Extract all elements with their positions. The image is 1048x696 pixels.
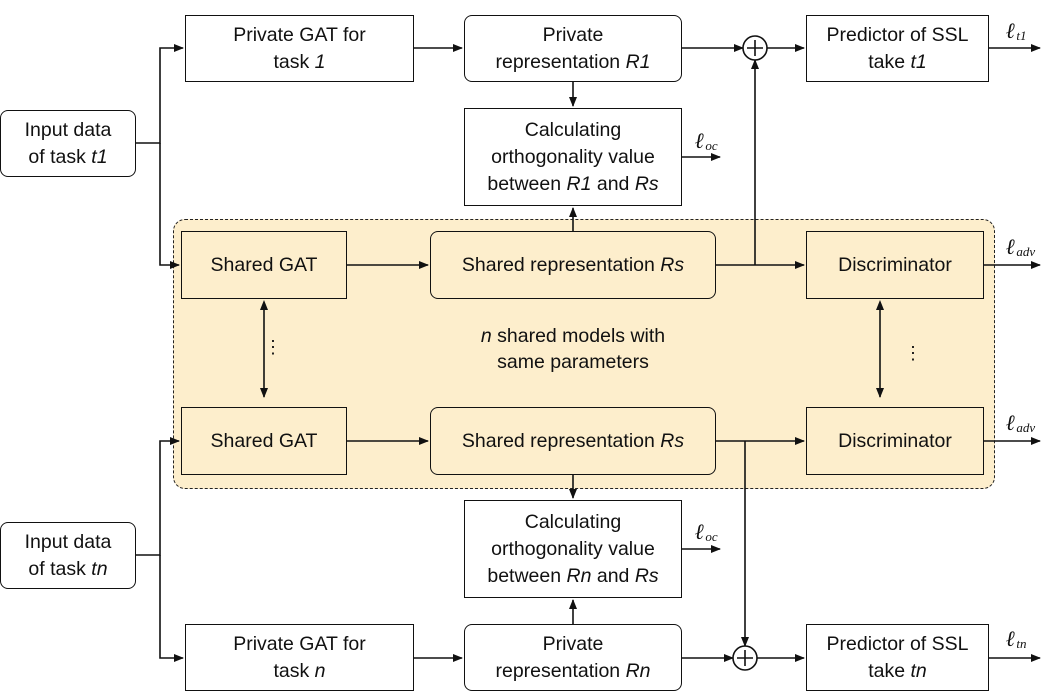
loss-subscript: tn [1016,636,1027,651]
node-text-italic: n [314,659,326,682]
private-representation-rn: Private representation Rn [464,624,682,691]
node-text: of task [28,145,92,168]
node-text-italic: t1 [91,145,108,168]
node-text-italic: R1 [625,50,651,73]
shared-representation-rs-top: Shared representation Rs [430,231,716,299]
orthogonality-calc-rn-rs: Calculating orthogonality value between … [464,500,682,598]
node-text: Private [542,632,604,655]
loss-adv-bottom-label: ℓadv [1006,412,1035,439]
node-text-italic: Rs [660,429,685,452]
ell-symbol: ℓ [695,519,705,544]
node-text: and [591,172,635,195]
node-text: between [487,172,567,195]
loss-tn-label: ℓtn [1006,628,1027,655]
loss-subscript: adv [1016,420,1036,435]
node-text: Shared GAT [210,429,318,452]
ell-symbol: ℓ [1006,234,1016,259]
node-text: take [868,50,911,73]
shared-representation-rs-bottom: Shared representation Rs [430,407,716,475]
shared-gat-bottom: Shared GAT [181,407,347,475]
node-text-italic: tn [910,659,927,682]
caption-text: shared models with [491,325,666,347]
node-text: Predictor of SSL [826,632,969,655]
arrow-input-t1-to-shared-gat-top [159,143,180,269]
ell-symbol: ℓ [695,128,705,153]
node-text: Shared representation [461,429,661,452]
node-text: Private GAT for [233,632,366,655]
caption-text: same parameters [497,351,649,373]
predictor-ssl-t1: Predictor of SSL take t1 [806,15,989,82]
node-text-italic: Rs [634,172,659,195]
private-gat-task-1: Private GAT for task 1 [185,15,414,82]
node-text-italic: 1 [314,50,326,73]
private-representation-r1: Private representation R1 [464,15,682,82]
shared-gat-top: Shared GAT [181,231,347,299]
node-text-italic: Rn [625,659,651,682]
node-text: task [273,659,315,682]
plus-icon [737,650,753,666]
discriminator-top: Discriminator [806,231,984,299]
shared-models-caption: n shared models with same parameters [430,323,716,375]
node-text: representation [495,50,626,73]
loss-t1-label: ℓt1 [1006,20,1027,47]
loss-subscript: adv [1016,244,1036,259]
node-text: of task [28,557,92,580]
node-text: Shared GAT [210,253,318,276]
node-text: Discriminator [838,253,952,276]
node-text-italic: R1 [566,172,592,195]
arrow-input-tn-to-shared-gat-bottom [136,437,180,556]
discriminator-bottom: Discriminator [806,407,984,475]
input-data-task-t1: Input data of task t1 [0,110,136,177]
node-text: Discriminator [838,429,952,452]
arrow-input-t1-to-private-gat-1 [136,44,184,144]
node-text: Input data [24,530,112,553]
node-text: Predictor of SSL [826,23,969,46]
node-text: and [591,564,635,587]
ell-symbol: ℓ [1006,410,1016,435]
private-gat-task-n: Private GAT for task n [185,624,414,691]
loss-oc-top-label: ℓoc [695,130,718,157]
node-text: Private [542,23,604,46]
node-text-italic: Rn [566,564,592,587]
orthogonality-calc-r1-rs: Calculating orthogonality value between … [464,108,682,206]
node-text: Input data [24,118,112,141]
node-text: representation [495,659,626,682]
loss-subscript: t1 [1016,28,1027,43]
arrow-input-tn-to-private-gat-n [159,555,184,662]
node-text: orthogonality value [491,145,655,168]
node-text: between [487,564,567,587]
loss-subscript: oc [705,138,718,153]
loss-subscript: oc [705,529,718,544]
predictor-ssl-tn: Predictor of SSL take tn [806,624,989,691]
plus-icon [747,40,763,56]
node-text: Shared representation [461,253,661,276]
node-text-italic: Rs [660,253,685,276]
node-text: take [868,659,911,682]
node-text: task [273,50,315,73]
ell-symbol: ℓ [1006,18,1016,43]
caption-italic: n [480,325,492,347]
node-text: Calculating [524,118,622,141]
node-text-italic: tn [91,557,108,580]
node-text-italic: Rs [634,564,659,587]
node-text: Calculating [524,510,622,533]
node-text: Private GAT for [233,23,366,46]
ell-symbol: ℓ [1006,626,1016,651]
loss-oc-bottom-label: ℓoc [695,521,718,548]
node-text: orthogonality value [491,537,655,560]
loss-adv-top-label: ℓadv [1006,236,1035,263]
input-data-task-tn: Input data of task tn [0,522,136,589]
node-text-italic: t1 [910,50,927,73]
